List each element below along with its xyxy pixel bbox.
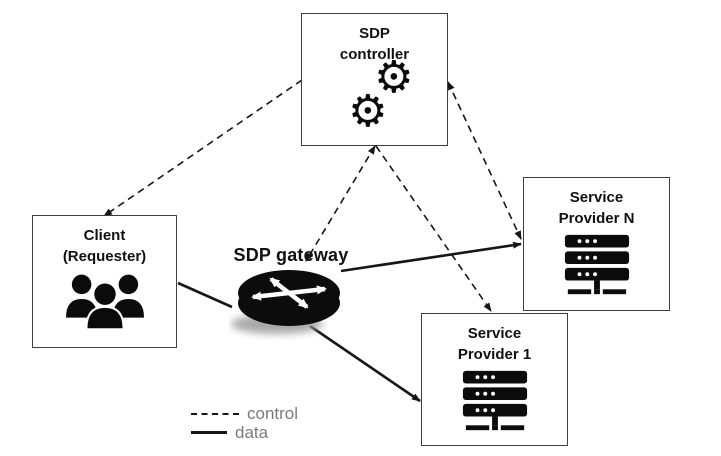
legend: control data (191, 404, 298, 442)
router-icon (231, 270, 340, 334)
control-line-swatch (191, 412, 239, 415)
edge-gateway-provider_n-data (340, 241, 522, 273)
edge-gateway-provider_1-data (309, 324, 421, 403)
gear-icon: ⚙ (348, 86, 388, 137)
legend-item-data: data (191, 423, 298, 442)
edge-client-gateway-data (177, 281, 233, 309)
edge-controller-gateway-control (305, 145, 376, 262)
edge-controller-provider_1-control (375, 145, 492, 312)
legend-label-data: data (235, 422, 269, 442)
edge-controller-provider_n-control (447, 81, 522, 240)
edge-controller-client-control (103, 79, 303, 217)
service-provider-1-label: Service Provider 1 (457, 325, 532, 363)
service-provider-n-label: Service Provider N (558, 189, 635, 227)
gear-icon: ⚙ (374, 52, 414, 103)
server-icon (562, 234, 632, 296)
data-line-swatch (191, 431, 227, 434)
node-client-requester: Client (Requester) (32, 215, 177, 348)
legend-label-control: control (247, 403, 299, 423)
node-sdp-controller: SDP controller ⚙ ⚙ (301, 13, 448, 146)
legend-item-control: control (191, 404, 298, 423)
users-icon (65, 272, 144, 331)
client-label: Client (Requester) (62, 227, 147, 265)
node-service-provider-1: Service Provider 1 (421, 313, 568, 446)
node-service-provider-n: Service Provider N (523, 177, 670, 311)
server-icon (460, 370, 530, 432)
sdp-controller-label: SDP controller (339, 25, 410, 63)
gateway-label: SDP gateway (233, 245, 349, 265)
gears-icon: ⚙ ⚙ (302, 14, 447, 145)
